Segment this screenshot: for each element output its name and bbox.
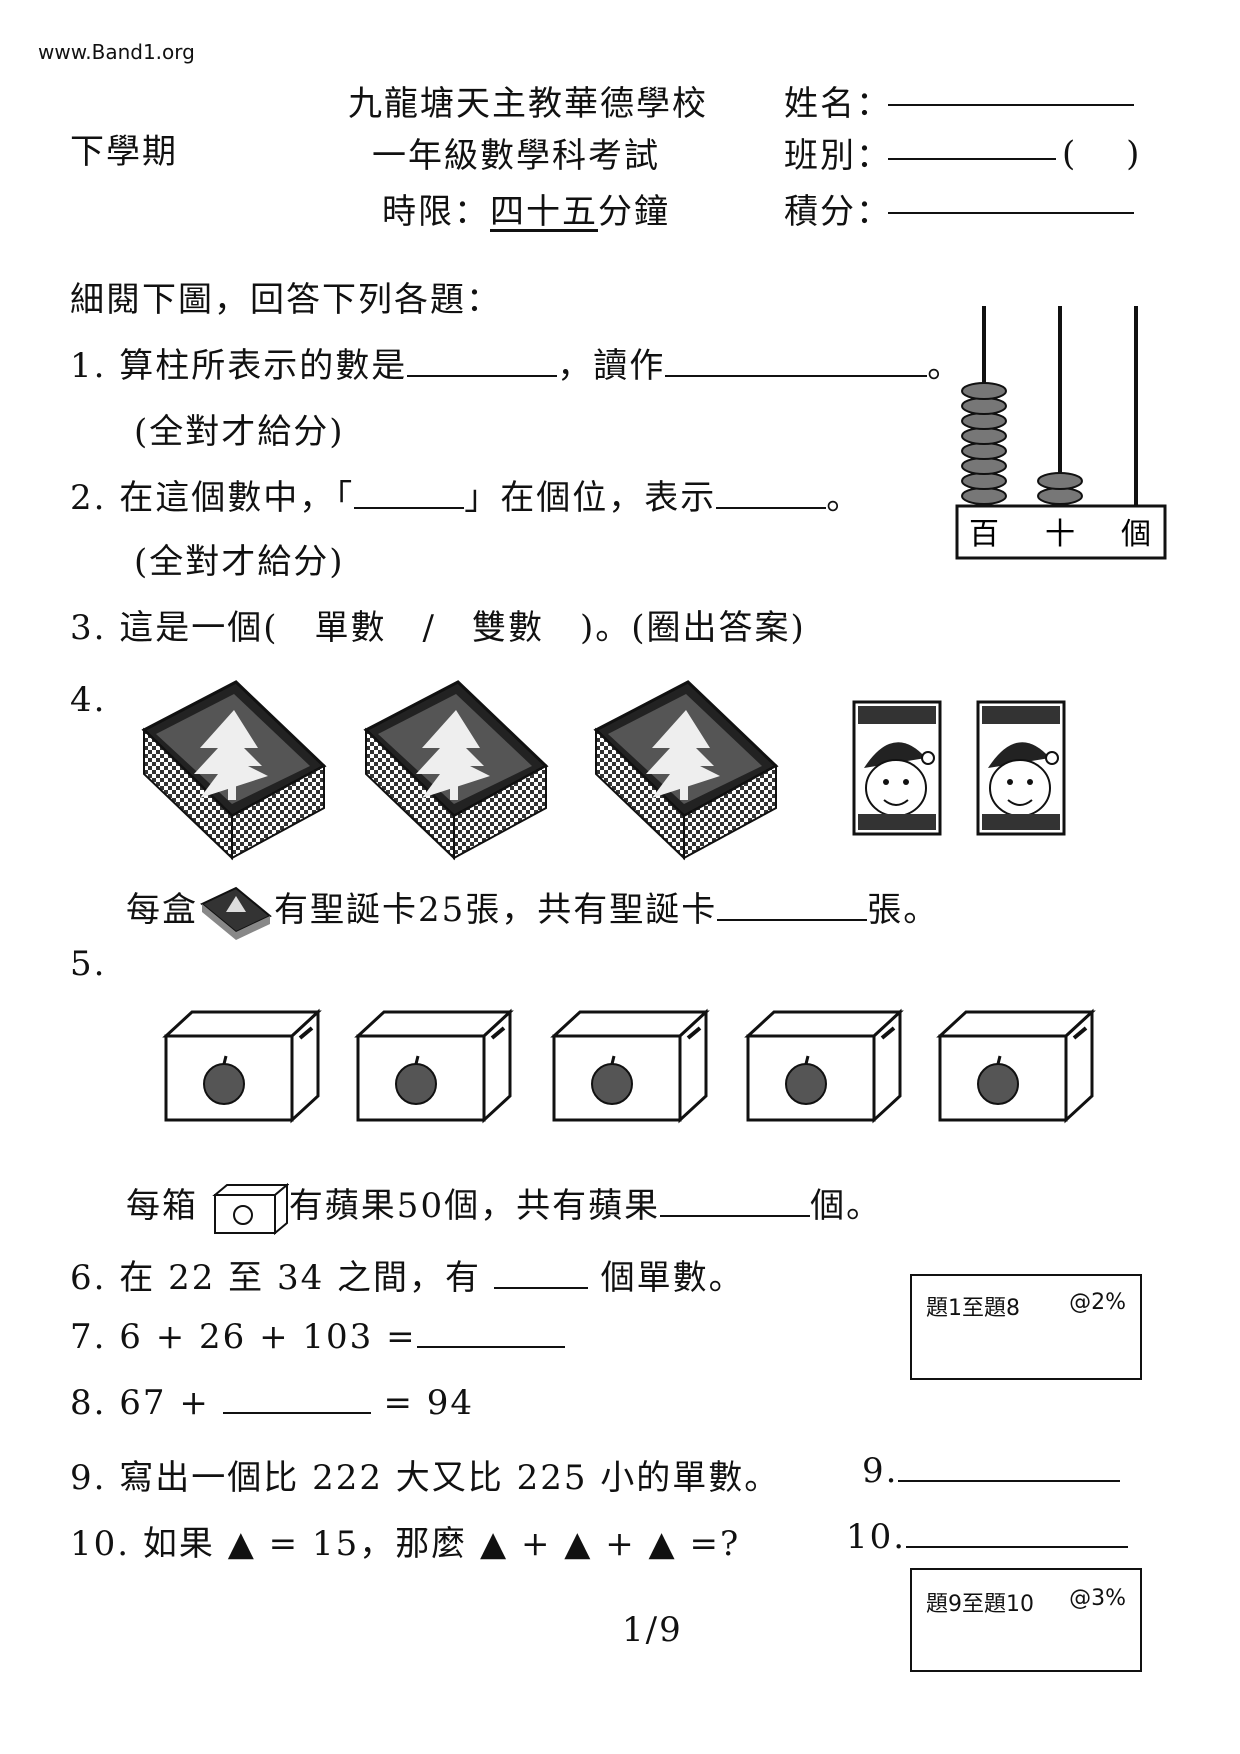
abacus-bead-hundreds [961, 487, 1007, 505]
question-1: 1. 算柱所表示的數是，讀作。 [70, 345, 964, 386]
q10-answer-blank[interactable] [906, 1516, 1129, 1548]
question-7: 7. 6 + 26 + 103 = [70, 1316, 565, 1357]
apple-box-3 [552, 1010, 708, 1122]
class-label: 班別： [784, 136, 892, 176]
abacus-base [955, 504, 1167, 560]
christmas-card-box-2 [364, 680, 548, 860]
question-8: 8. 67 + = 94 [70, 1382, 475, 1423]
abacus-label-ones: 個 [1121, 517, 1151, 552]
question-5: 每箱 有蘋果50個，共有蘋果個。 [126, 1178, 882, 1236]
christmas-card-boxes-figure [142, 680, 1066, 860]
abacus-bead-hundreds [961, 382, 1007, 400]
q10-answer-label: 10. [846, 1516, 1129, 1557]
q9-answer-label: 9. [862, 1450, 1121, 1491]
question-2: 2. 在這個數中，「」在個位，表示。 [70, 477, 863, 518]
apple-box-1 [164, 1010, 320, 1122]
school-name: 九龍塘天主教華德學校 [348, 84, 708, 124]
abacus-label-tens: 十 [1045, 517, 1075, 552]
apple-box-icon [212, 1182, 290, 1236]
q2-value-blank[interactable] [716, 477, 827, 509]
question-6: 6. 在 22 至 34 之間，有 個單數。 [70, 1257, 745, 1298]
score-box-2-marks: @3% [1069, 1586, 1126, 1611]
q5-answer-blank[interactable] [660, 1185, 811, 1217]
q3-odd-even-choice[interactable]: 這是一個( 單數 / 雙數 )。(圈出答案) [119, 608, 806, 648]
score-box-1-label: 題1至題8 [926, 1296, 1020, 1321]
christmas-card-single-1 [852, 700, 942, 836]
score-box-2-label: 題9至題10 [926, 1592, 1034, 1617]
exam-title: 一年級數學科考試 [372, 136, 660, 176]
score-box-1-marks: @2% [1069, 1290, 1126, 1315]
christmas-card-box-1 [142, 680, 326, 860]
q1-reading-blank[interactable] [665, 345, 928, 377]
apple-box-2 [356, 1010, 512, 1122]
abacus-bead-hundreds [961, 457, 1007, 475]
instructions: 細閱下圖，回答下列各題： [70, 280, 502, 320]
question-4: 每盒有聖誕卡25張，共有聖誕卡張。 [126, 882, 939, 940]
apple-boxes-figure [164, 1010, 1094, 1122]
apple-box-4 [746, 1010, 902, 1122]
question-2-note: (全對才給分) [134, 542, 345, 582]
abacus-bead-hundreds [961, 472, 1007, 490]
question-1-note: (全對才給分) [134, 412, 345, 452]
q8-answer-blank[interactable] [222, 1382, 371, 1414]
christmas-card-box-3 [594, 680, 778, 860]
abacus-bead-tens [1037, 487, 1083, 505]
score-box-q1-q8: 題1至題8 @2% [910, 1274, 1142, 1380]
question-4-number: 4. [70, 680, 107, 720]
card-box-icon [200, 886, 272, 940]
q1-number-blank[interactable] [407, 345, 558, 377]
name-label: 姓名： [784, 84, 892, 124]
apple-box-5 [938, 1010, 1094, 1122]
q2-digit-blank[interactable] [354, 477, 465, 509]
question-3: 3. 這是一個( 單數 / 雙數 )。(圈出答案) [70, 608, 806, 648]
abacus-bead-hundreds [961, 397, 1007, 415]
score-label: 積分： [784, 192, 892, 232]
term-label: 下學期 [70, 132, 178, 172]
score-box-q9-q10: 題9至題10 @3% [910, 1568, 1142, 1672]
time-limit: 時限：四十五分鐘 [382, 192, 670, 232]
watermark: www.Band1.org [38, 40, 195, 64]
abacus-bead-hundreds [961, 442, 1007, 460]
class-number-paren: ( ) [1062, 134, 1142, 174]
name-field[interactable] [888, 104, 1134, 106]
abacus-bead-tens [1037, 472, 1083, 490]
abacus-figure: 百 十 個 [955, 306, 1167, 560]
q7-answer-blank[interactable] [416, 1316, 565, 1348]
abacus-bead-hundreds [961, 412, 1007, 430]
abacus-bead-hundreds [961, 427, 1007, 445]
question-9: 9. 寫出一個比 222 大又比 225 小的單數。 [70, 1458, 781, 1498]
q4-answer-blank[interactable] [717, 889, 868, 921]
page-number: 1/9 [622, 1610, 683, 1650]
question-10: 10. 如果 ▲ = 15，那麼 ▲ + ▲ + ▲ =? [70, 1524, 741, 1564]
q6-answer-blank[interactable] [493, 1257, 588, 1289]
class-field[interactable] [888, 158, 1056, 160]
question-5-number: 5. [70, 944, 107, 984]
abacus-label-hundreds: 百 [969, 517, 999, 552]
q9-answer-blank[interactable] [898, 1450, 1121, 1482]
christmas-card-single-2 [976, 700, 1066, 836]
score-field[interactable] [888, 212, 1134, 214]
